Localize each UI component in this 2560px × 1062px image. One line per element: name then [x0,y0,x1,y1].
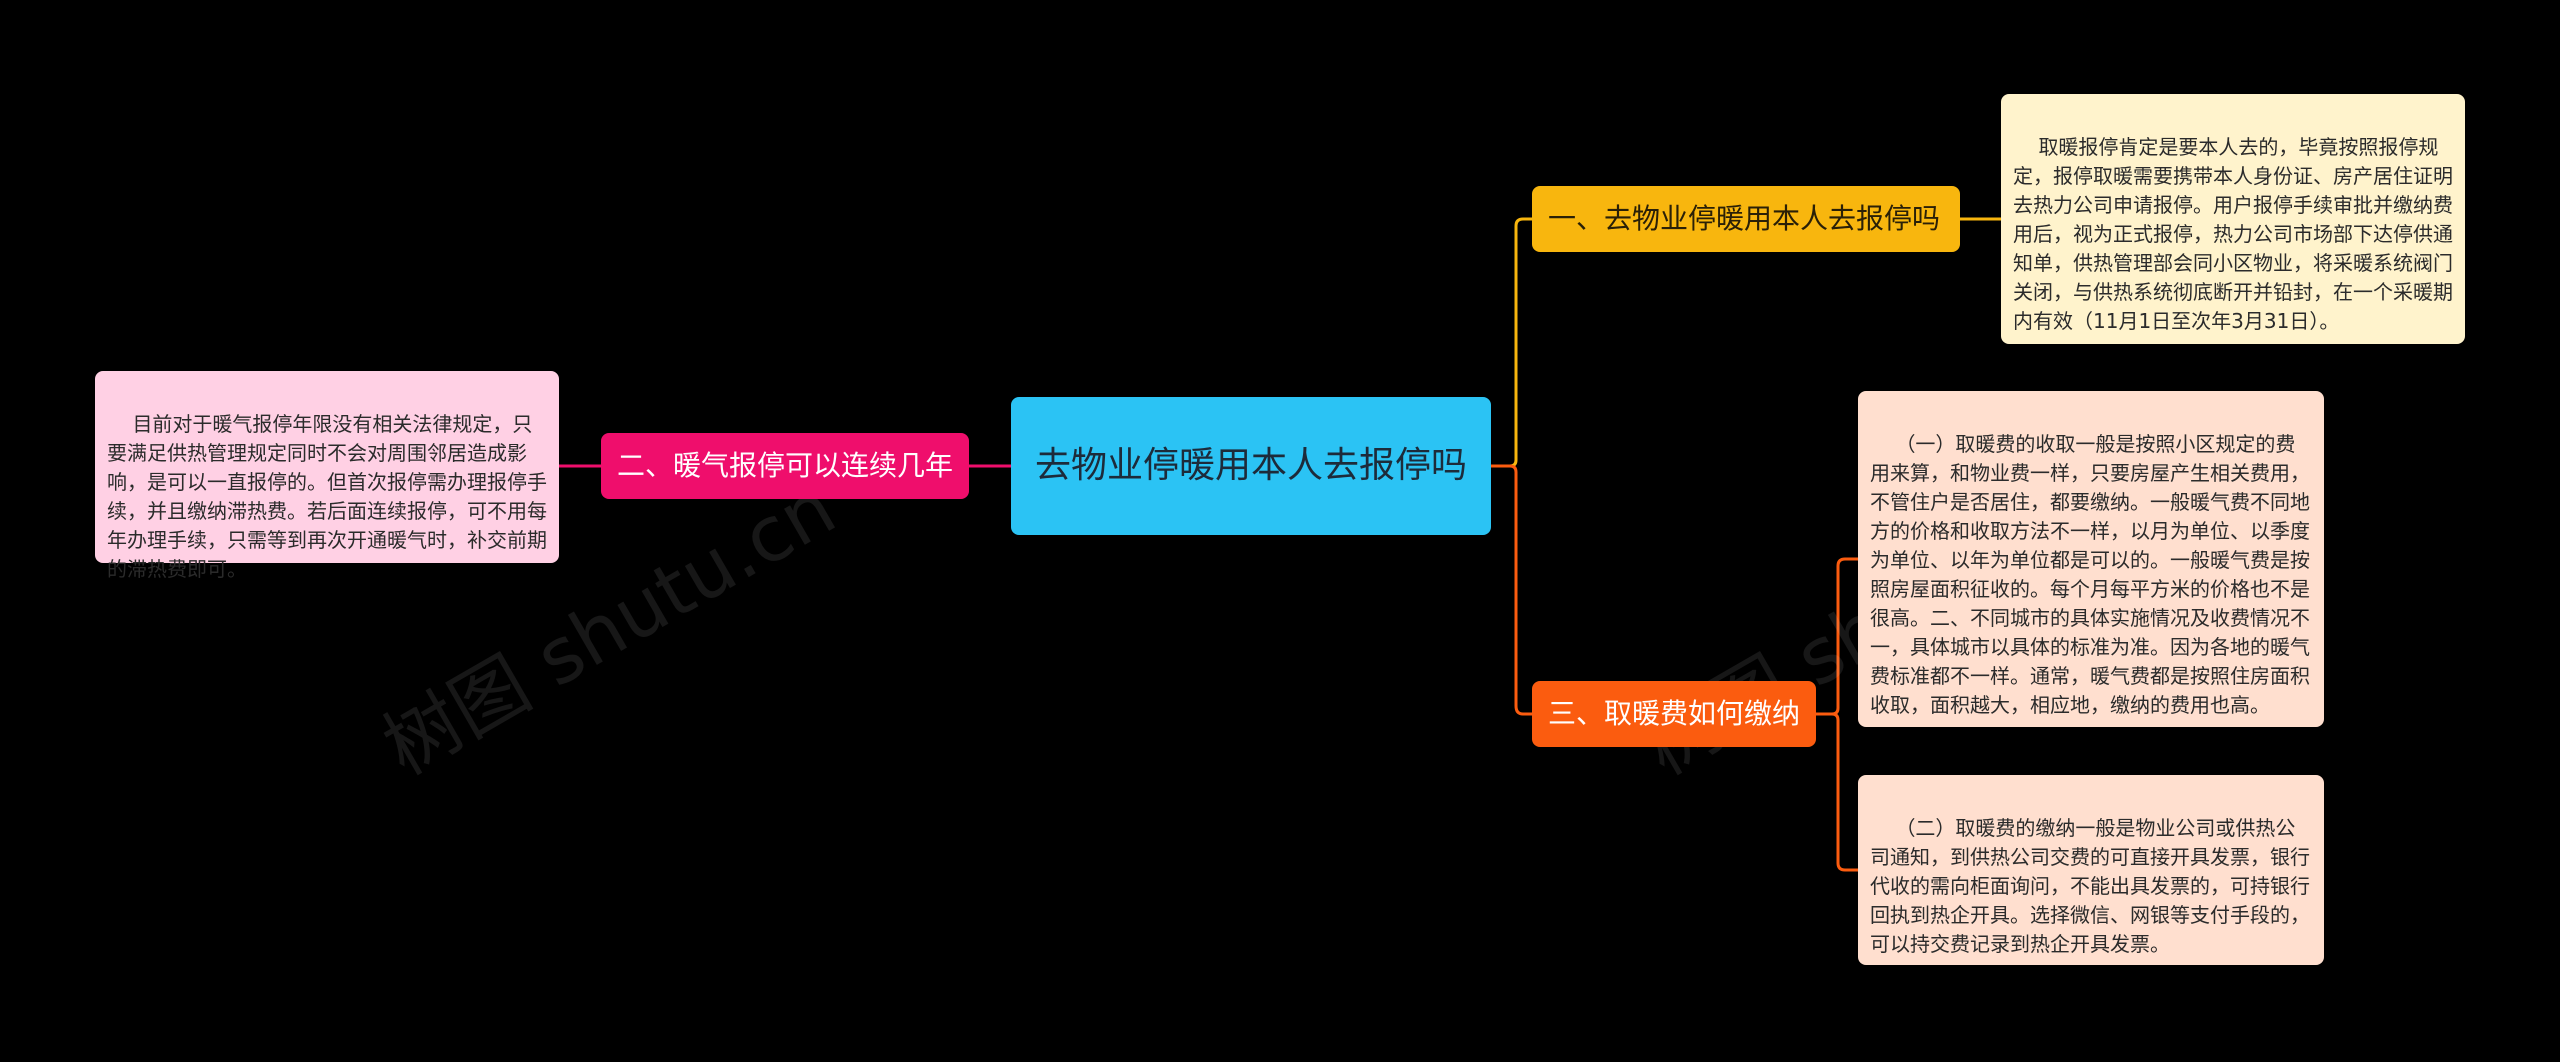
connector-root-branch-1 [1491,217,1532,468]
branch-node-1[interactable]: 一、去物业停暖用本人去报停吗 [1532,186,1960,252]
branch-node-label: 三、取暖费如何缴纳 [1548,697,1801,730]
connector-branch-3-leaf-4 [1816,712,1858,872]
branch-node-3[interactable]: 三、取暖费如何缴纳 [1532,681,1816,747]
leaf-node-3[interactable]: （一）取暖费的收取一般是按照小区规定的费用来算，和物业费一样，只要房屋产生相关费… [1858,391,2324,727]
connector-root-branch-3 [1491,464,1532,716]
connector-branch-3-leaf-3 [1816,557,1858,716]
branch-node-label: 二、暖气报停可以连续几年 [617,449,954,482]
branch-node-2[interactable]: 二、暖气报停可以连续几年 [601,433,969,499]
leaf-node-text: 目前对于暖气报停年限没有相关法律规定，只要满足供热管理规定同时不会对周围邻居造成… [107,412,547,581]
branch-node-label: 一、去物业停暖用本人去报停吗 [1548,202,1941,235]
leaf-node-text: （一）取暖费的收取一般是按照小区规定的费用来算，和物业费一样，只要房屋产生相关费… [1870,432,2310,717]
leaf-node-4[interactable]: （二）取暖费的缴纳一般是物业公司或供热公司通知，到供热公司交费的可直接开具发票，… [1858,775,2324,965]
leaf-node-1[interactable]: 取暖报停肯定是要本人去的，毕竟按照报停规定，报停取暖需要携带本人身份证、房产居住… [2001,94,2465,344]
root-node[interactable]: 去物业停暖用本人去报停吗 [1011,397,1491,535]
leaf-node-text: 取暖报停肯定是要本人去的，毕竟按照报停规定，报停取暖需要携带本人身份证、房产居住… [2013,135,2453,333]
leaf-node-text: （二）取暖费的缴纳一般是物业公司或供热公司通知，到供热公司交费的可直接开具发票，… [1870,816,2310,956]
leaf-node-2[interactable]: 目前对于暖气报停年限没有相关法律规定，只要满足供热管理规定同时不会对周围邻居造成… [95,371,559,581]
root-node-label: 去物业停暖用本人去报停吗 [1035,445,1468,486]
